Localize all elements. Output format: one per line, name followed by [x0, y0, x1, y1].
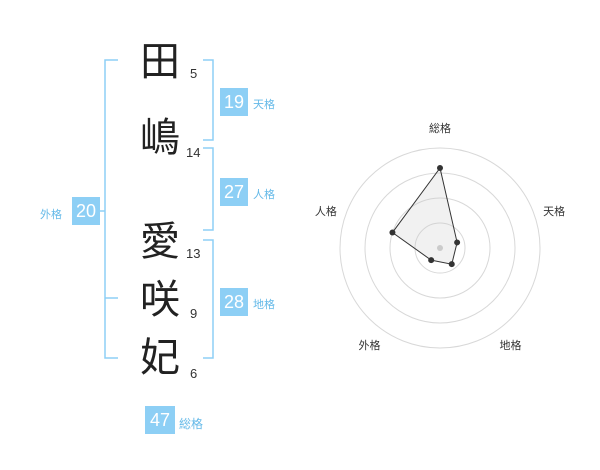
radar-axis-label-2: 地格: [500, 338, 522, 352]
tenkaku-value-badge: 19: [220, 88, 248, 116]
radar-axis-label-0: 総格: [429, 121, 451, 135]
radar-point-2: [448, 261, 455, 268]
radar-axis-label-3: 外格: [358, 338, 380, 352]
radar-polygon-layer: [391, 166, 458, 265]
soukaku-value-badge: 47: [145, 406, 175, 434]
radar-point-1: [454, 239, 461, 246]
name-char-2-strokes: 14: [186, 145, 201, 160]
name-char-2: 嶋: [140, 115, 180, 161]
brackets: [95, 59, 214, 359]
jinkaku-label: 人格: [253, 188, 275, 201]
radar-ring-4: [339, 147, 541, 349]
name-char-5: 妃: [140, 335, 180, 381]
name-char-5-strokes: 6: [190, 366, 198, 381]
name-char-3-strokes: 13: [186, 246, 201, 261]
gaikaku-label: 外格: [40, 208, 62, 221]
tenkaku-label: 天格: [253, 98, 275, 111]
radar-axis-label-1: 天格: [543, 204, 565, 218]
radar-points: [389, 165, 461, 268]
chikaku-value-badge: 28: [220, 288, 248, 316]
tenkaku-bracket: [203, 59, 214, 141]
chikaku-bracket: [203, 239, 214, 359]
soukaku-label: 総格: [179, 417, 204, 431]
gaikaku-bracket: [104, 59, 118, 359]
name-char-4: 咲: [140, 277, 180, 323]
chikaku-label: 地格: [253, 298, 275, 311]
radar-polygon: [391, 166, 458, 265]
name-char-4-strokes: 9: [190, 306, 198, 321]
radar-ring-3: [364, 172, 516, 324]
radar-ring-2: [389, 197, 491, 299]
name-char-1-strokes: 5: [190, 66, 198, 81]
name-char-1: 田: [140, 39, 180, 85]
jinkaku-value-badge: 27: [220, 178, 248, 206]
jinkaku-bracket: [203, 147, 214, 231]
gaikaku-value-badge: 20: [72, 197, 100, 225]
radar-point-0: [437, 165, 443, 171]
name-char-3: 愛: [140, 219, 180, 265]
radar-axis-label-4: 人格: [315, 204, 337, 218]
radar-center: [437, 245, 443, 251]
radar-point-4: [389, 229, 396, 236]
radar-point-3: [428, 257, 435, 264]
